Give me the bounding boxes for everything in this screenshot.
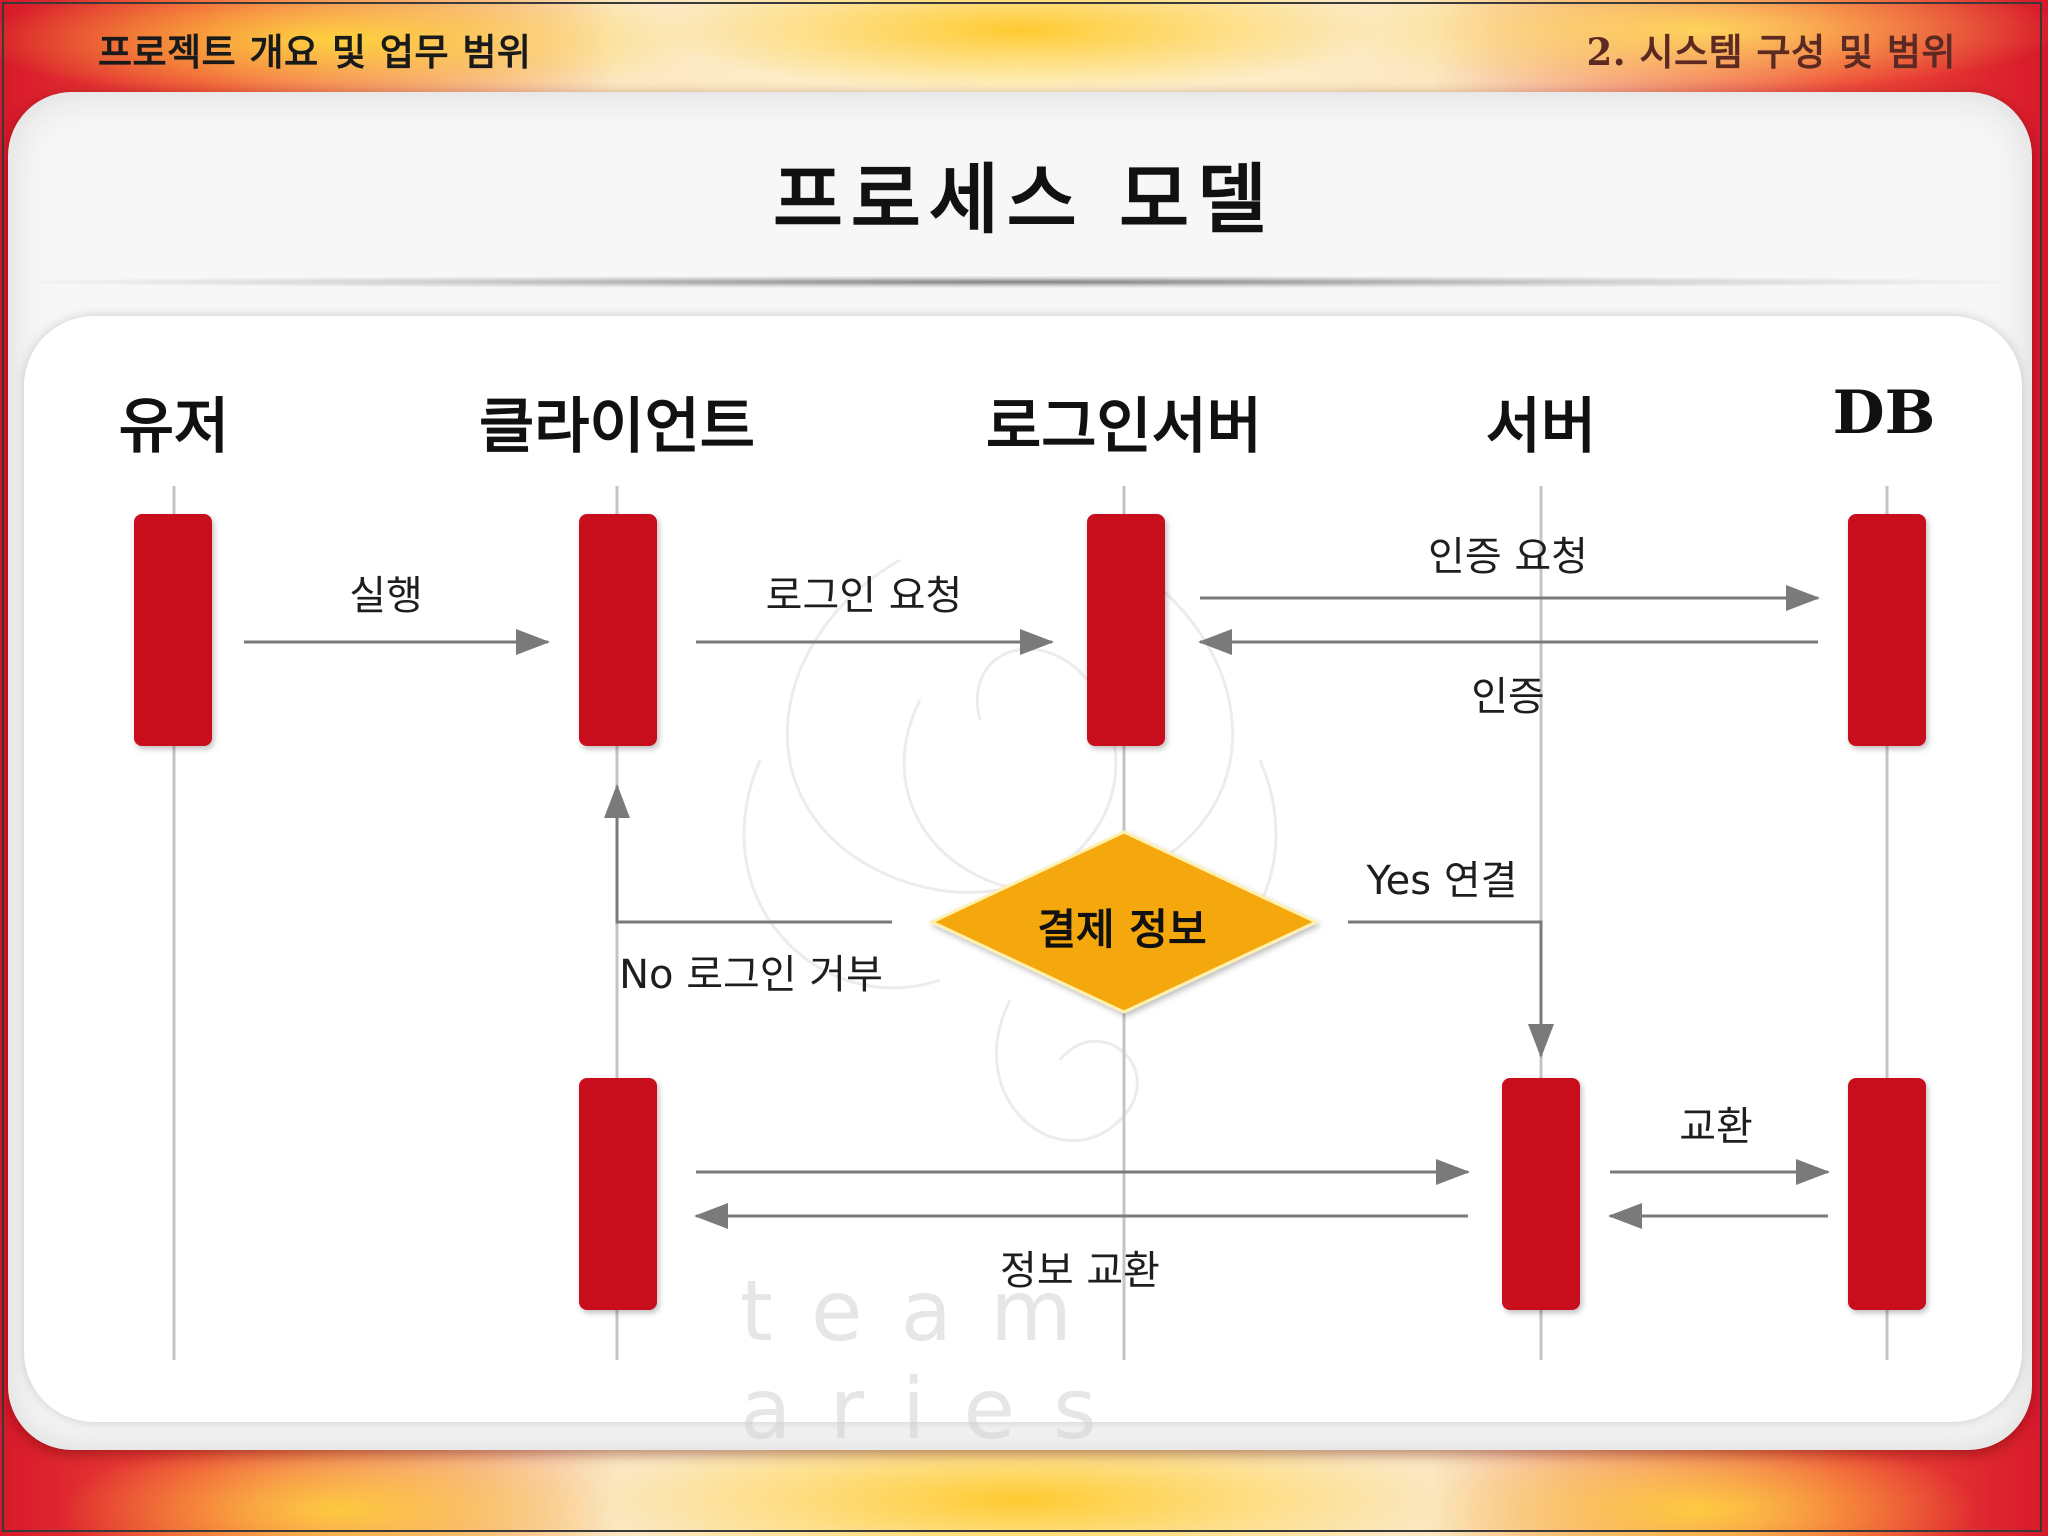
activation-client-bottom [579, 1078, 657, 1310]
participant-login-server: 로그인서버 [986, 392, 1262, 462]
decision-diamond [928, 830, 1320, 1014]
diagram-area [24, 316, 2022, 1422]
message-label-yes-connect: Yes 연결 [1366, 858, 1518, 904]
decision-label: 결제 정보 [1037, 905, 1207, 954]
header-left-title: 프로젝트 개요 및 업무 범위 [98, 30, 532, 74]
arrow-no-reject [604, 784, 892, 924]
participant-server: 서버 [1485, 392, 1597, 462]
participant-user: 유저 [118, 392, 230, 462]
message-label-execute: 실행 [349, 573, 423, 619]
message-label-no-reject: No 로그인 거부 [619, 952, 883, 998]
header-right-title: 2. 시스템 구성 및 범위 [1586, 30, 1956, 74]
watermark-text: team aries [740, 1262, 1135, 1458]
activation-db-top [1848, 514, 1926, 746]
activation-server [1502, 1078, 1580, 1310]
activation-login-server [1087, 514, 1165, 746]
page-title: 프로세스 모델 [773, 155, 1275, 244]
message-label-login-request: 로그인 요청 [765, 573, 963, 619]
title-divider [40, 276, 2000, 288]
activation-client-top [579, 514, 657, 746]
message-label-auth-request: 인증 요청 [1428, 534, 1588, 580]
activation-db-bottom [1848, 1078, 1926, 1310]
message-label-exchange: 교환 [1679, 1104, 1753, 1150]
activation-user [134, 514, 212, 746]
participant-client: 클라이언트 [479, 392, 755, 462]
message-label-auth: 인증 [1471, 674, 1545, 720]
arrow-yes-connect [1348, 920, 1554, 1058]
participant-db: DB [1832, 378, 1936, 448]
message-label-info-exchange: 정보 교환 [1000, 1248, 1160, 1294]
